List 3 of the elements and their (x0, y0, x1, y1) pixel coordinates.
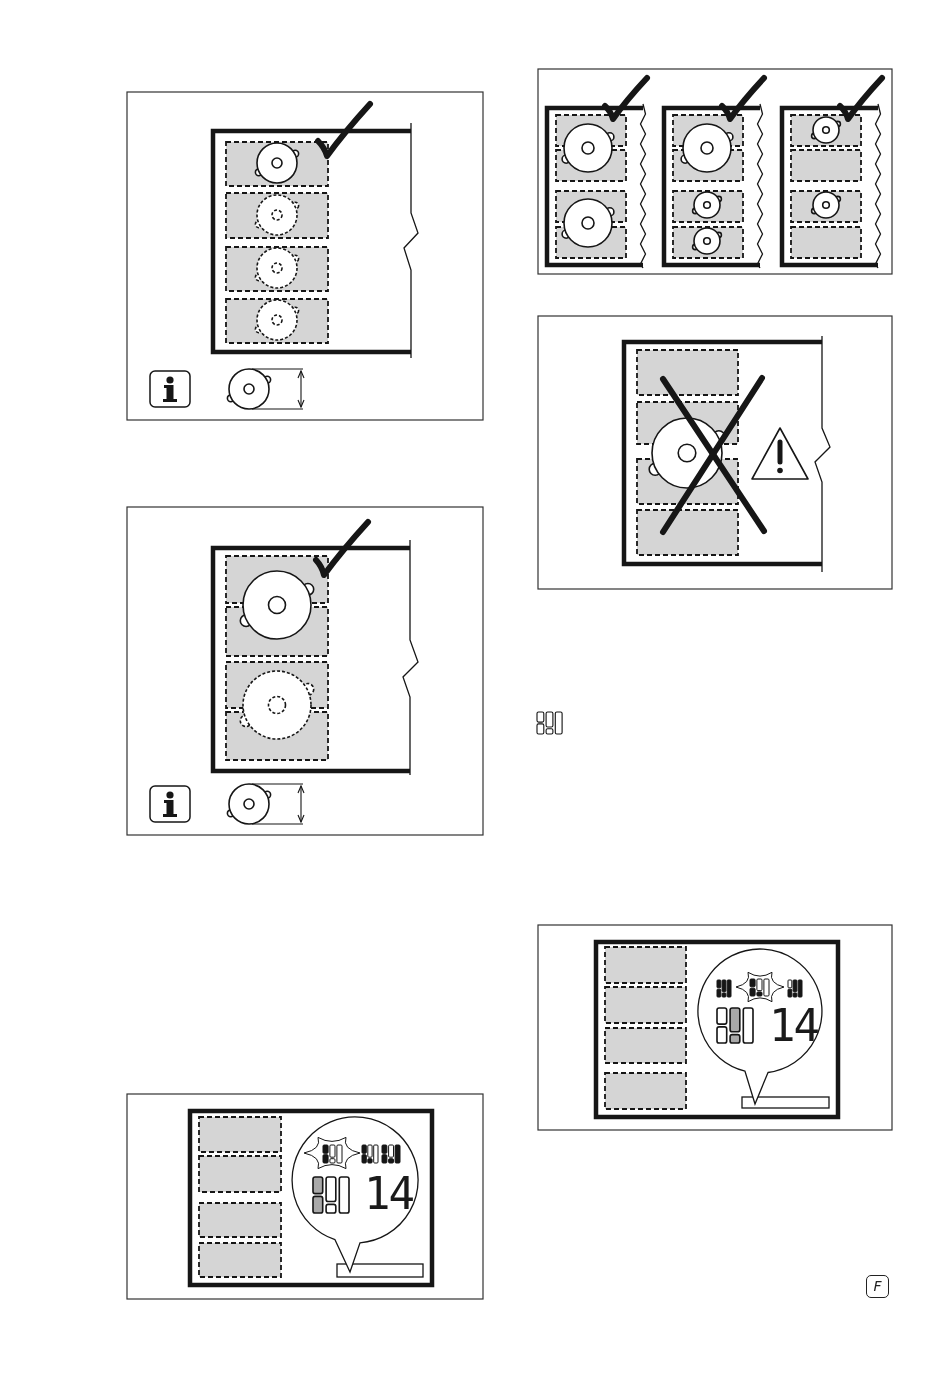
display-digits: 14 (364, 1174, 413, 1214)
language-marker: F (866, 1275, 889, 1298)
display-digits: 14 (769, 1006, 818, 1046)
